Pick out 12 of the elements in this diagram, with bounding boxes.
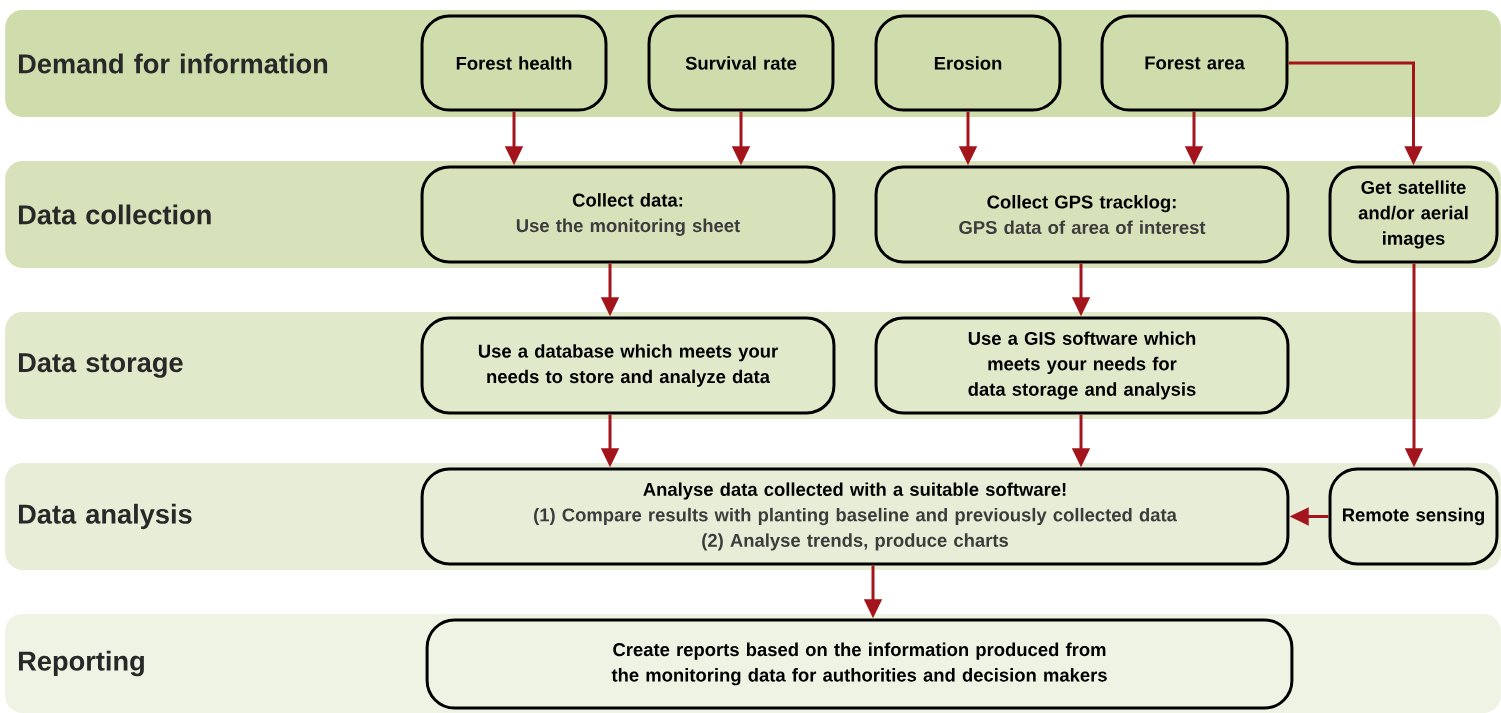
process-box: Erosion (874, 14, 1062, 112)
process-box: Use a database which meets your needs to store and analyze data (420, 316, 836, 415)
process-box: Analyse data collected with a suitable software! (1) Compare results with planting baseline and previously collected data (2) Analyse trends, produce charts (420, 467, 1290, 566)
process-box: Remote sensing (1328, 467, 1499, 566)
process-box: Survival rate (647, 14, 835, 112)
process-box: Use a GIS software which meets your needs for data storage and analysis (874, 316, 1290, 415)
process-box: Get satellite and/or aerial images (1328, 165, 1499, 264)
process-box: Forest health (420, 14, 608, 112)
process-box: Collect data: Use the monitoring sheet (420, 165, 836, 264)
process-box: Create reports based on the information produced from the monitoring data for authorities and decision makers (425, 618, 1294, 710)
process-box: Forest area (1100, 14, 1289, 112)
process-box: Collect GPS tracklog: GPS data of area of interest (874, 165, 1290, 264)
